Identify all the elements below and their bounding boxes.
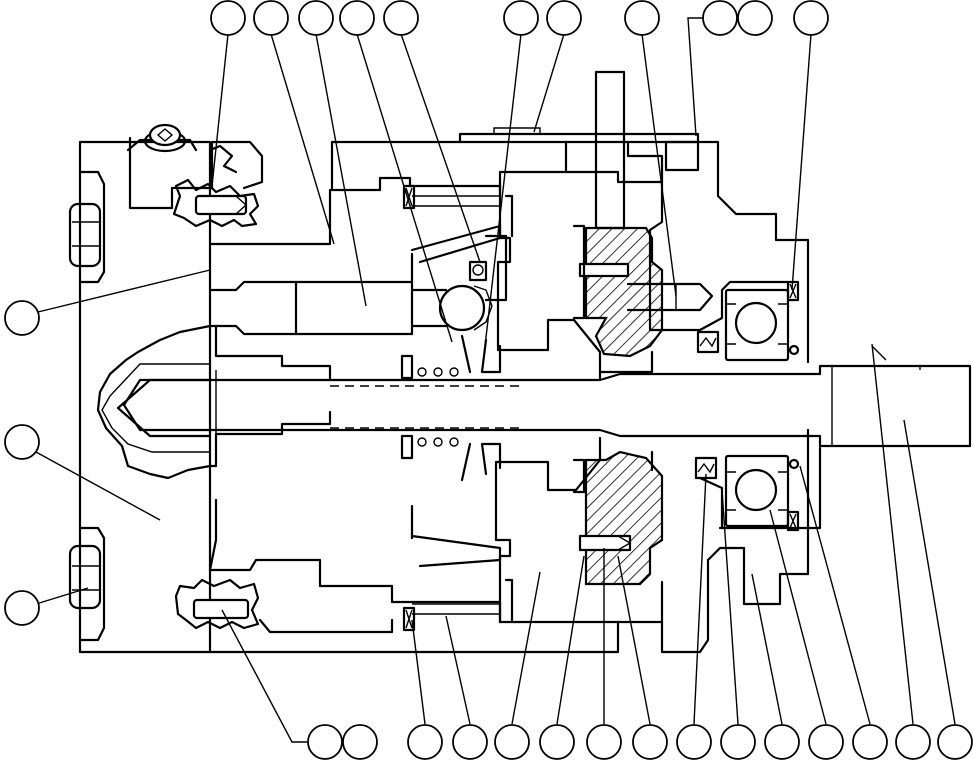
callout-balloon (764, 724, 800, 760)
callout-balloons (4, 0, 973, 760)
callout-balloon (342, 724, 378, 760)
callout-balloon (793, 0, 829, 36)
callout-balloon (895, 724, 931, 760)
callout-balloon (4, 300, 40, 336)
gear-carrier (572, 224, 664, 586)
callout-balloon (339, 0, 375, 36)
callout-balloon (253, 0, 289, 36)
callout-balloon (4, 590, 40, 626)
callout-balloon (624, 0, 660, 36)
cam-plate (460, 184, 602, 624)
callout-balloon (307, 724, 343, 760)
seal-ring (694, 330, 720, 480)
callout-balloon (808, 724, 844, 760)
callout-balloon (546, 0, 582, 36)
callout-balloon (298, 0, 334, 36)
brake-pin (594, 70, 714, 312)
callout-balloon (702, 0, 738, 36)
end-cap-bolt-heads (68, 170, 106, 642)
callout-balloon (632, 724, 668, 760)
callout-balloon (4, 424, 40, 460)
callout-balloon (503, 0, 539, 36)
callout-balloon (852, 724, 888, 760)
cylinder-bore (208, 224, 502, 572)
leader-lines (35, 17, 956, 743)
callout-balloon (937, 724, 973, 760)
drive-shaft (122, 345, 972, 448)
torn-section-lower (174, 578, 260, 630)
port-valve (468, 184, 514, 622)
callout-balloon (720, 724, 756, 760)
callout-balloon (737, 0, 773, 36)
callout-balloon (407, 724, 443, 760)
oil-passages (402, 184, 500, 632)
callout-balloon (676, 724, 712, 760)
piston (410, 284, 493, 332)
callout-balloon (539, 724, 575, 760)
main-housing (208, 127, 822, 654)
callout-balloon (452, 724, 488, 760)
ball-bearing-lower (724, 454, 800, 532)
torn-section-upper (172, 178, 260, 228)
callout-balloon (383, 0, 419, 36)
callout-balloon (586, 724, 622, 760)
callout-balloon (494, 724, 530, 760)
ball-bearing-upper (724, 280, 800, 362)
spring-coils (400, 354, 459, 460)
output-flange (598, 180, 790, 624)
callout-balloon (210, 0, 246, 36)
